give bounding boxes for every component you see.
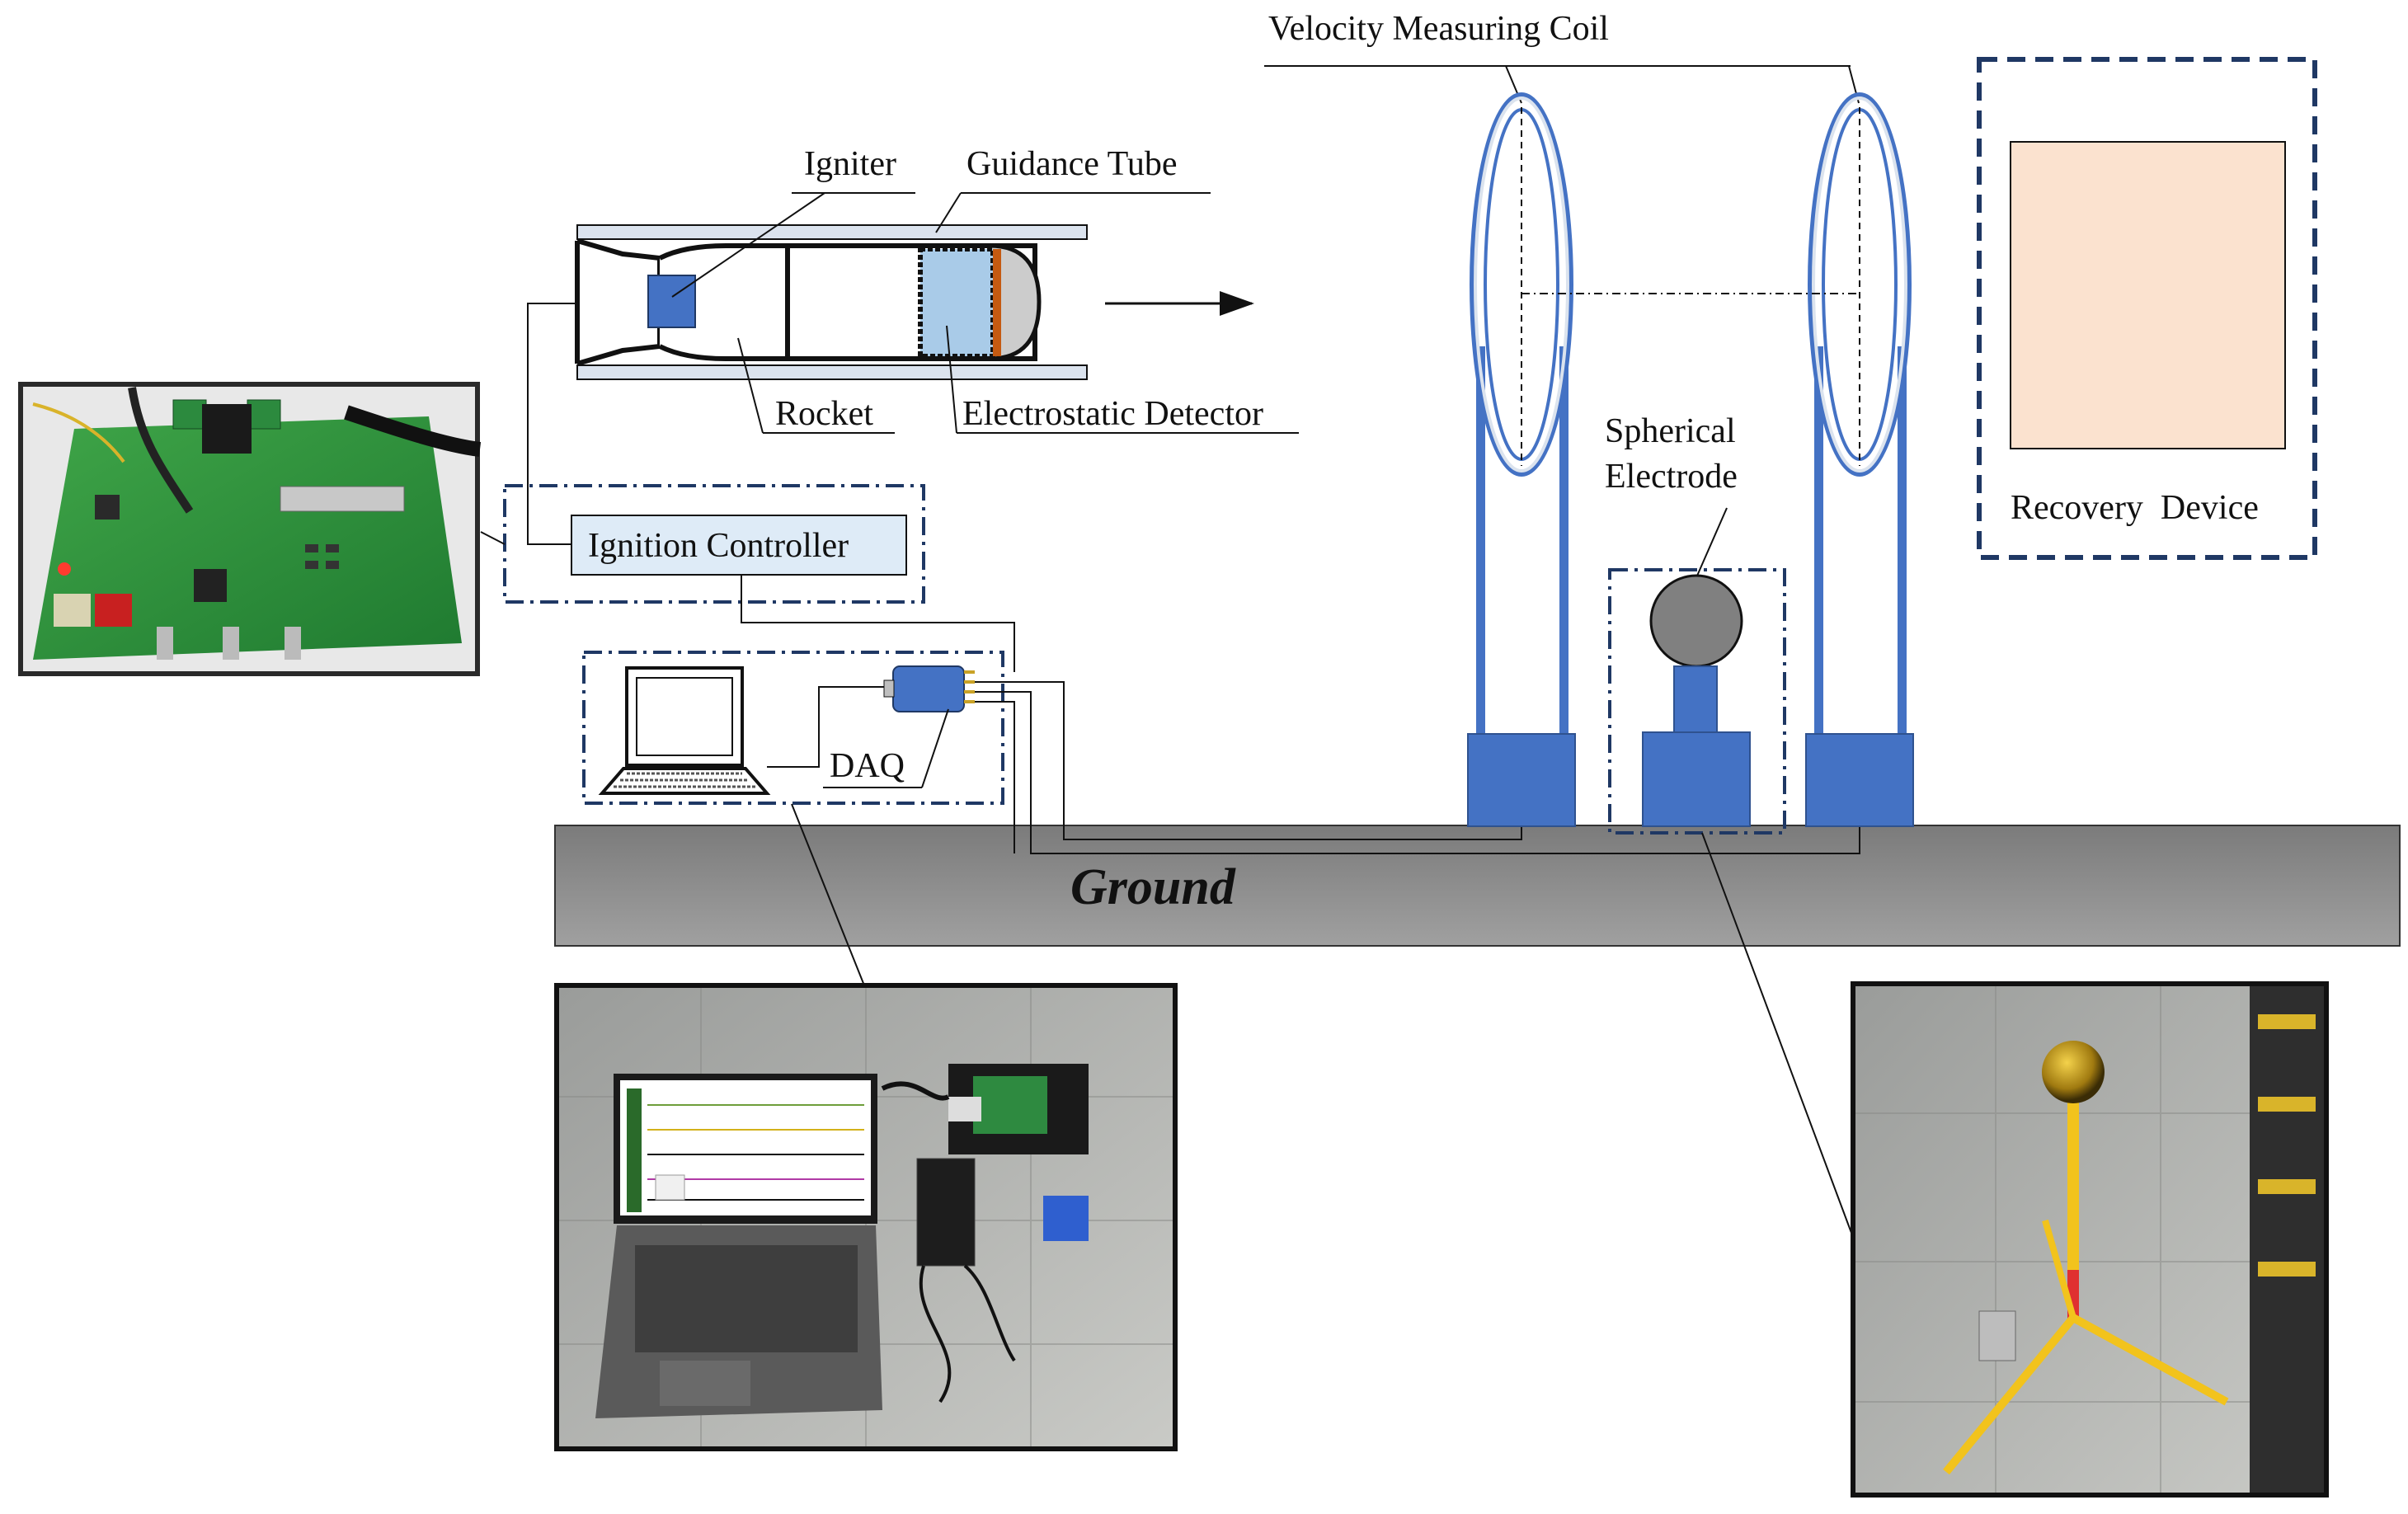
velocity-coil-2 [1805,92,1914,827]
ignition-wire [527,303,577,545]
spherical-label: Spherical [1605,412,1736,450]
ground-label: Ground [1070,859,1236,915]
guidance-tube-label: Guidance Tube [966,145,1178,183]
recovery-device-label: Recovery Device [2011,489,2259,527]
electrode-label: Electrode [1605,458,1738,496]
rocket [575,238,1042,366]
electrostatic-detector-block [918,247,995,359]
daq-device-icon [883,665,975,712]
photo-ignition-controller [18,382,482,676]
controller-daq-wire [741,575,1015,672]
rocket-label: Rocket [775,395,873,433]
spherical-electrode [1642,574,1751,827]
ignition-controller-box [571,515,907,576]
igniter-label: Igniter [804,145,896,183]
ground: Ground [554,825,2401,947]
velocity-coil-1 [1467,92,1576,827]
velocity-coil-label: Velocity Measuring Coil [1268,10,1609,48]
igniter-block [647,275,696,328]
guidance-tube [576,224,1088,380]
ignition-controller-label: Ignition Controller [588,527,849,565]
laptop-icon [598,666,771,795]
daq-label: DAQ [830,747,905,785]
recovery-device-group [1977,57,2317,560]
daq-group [582,651,1004,805]
photo-laptop-daq [554,983,1178,1451]
coil1-wire [975,681,1522,840]
spherical-electrode-group [1608,568,1786,835]
electrostatic-detector-label: Electrostatic Detector [962,395,1263,433]
coil2-wire [975,691,1860,854]
recovery-device-box [2010,141,2286,449]
photo-spherical-electrode [1851,981,2329,1498]
